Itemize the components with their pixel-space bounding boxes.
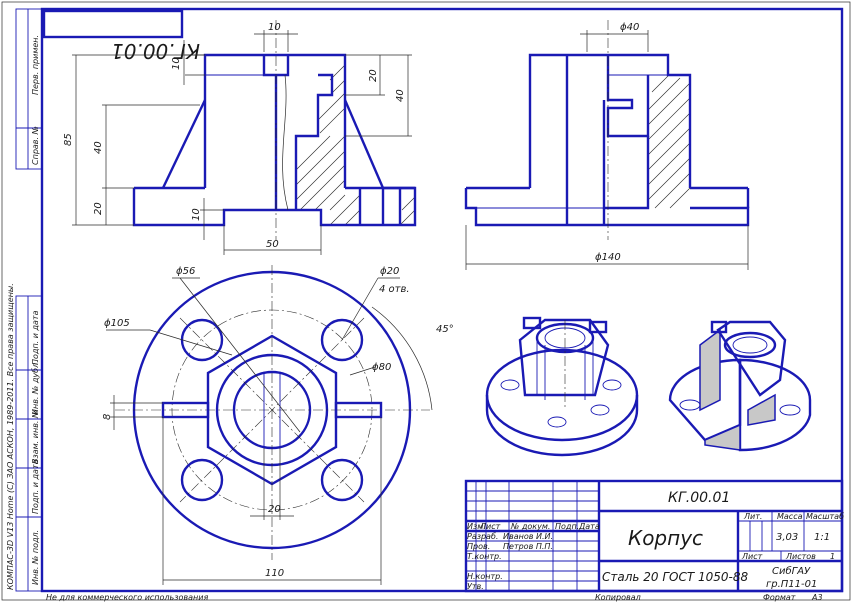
tb-row-tkontr: Т.контр. [467, 552, 502, 561]
dim-20-right: 20 [368, 69, 379, 82]
top-designation-mirrored: КГ.00.01 [111, 39, 200, 63]
dim-phi105: ϕ105 [104, 318, 130, 329]
dim-40-left: 40 [93, 141, 104, 154]
tb-col-data: Дата [578, 522, 600, 531]
strip-podp-data-2: Подп. и дата [31, 459, 40, 514]
tb-organization: СибГАУ [772, 565, 811, 577]
side-view-hatch [647, 75, 691, 209]
dim-20-plan: 20 [268, 504, 281, 515]
side-view: ϕ40 ϕ140 [464, 20, 750, 270]
noncommercial-note: Не для коммерческого использования [46, 593, 208, 602]
front-view-hatch [295, 64, 416, 226]
dim-110: 110 [265, 568, 284, 579]
tb-material: Сталь 20 ГОСТ 1050-88 [602, 570, 749, 584]
tb-col-podp: Подп. [555, 522, 579, 531]
tb-col-izm: Изм. [467, 522, 486, 531]
software-note: КОМПАС-3D V13 Home (С) ЗАО АСКОН, 1989-2… [6, 283, 15, 590]
tb-row-razrab: Разраб. [467, 532, 498, 541]
tb-lit-label: Лит. [743, 512, 762, 521]
tb-mass-value: 3,03 [776, 532, 798, 543]
isometric-view-section [668, 320, 812, 452]
tb-row-prov-name: Петров П.П. [503, 542, 553, 551]
tb-row-utv: Утв. [467, 582, 484, 591]
strip-sprav: Справ. № [31, 126, 40, 165]
dim-85: 85 [63, 133, 74, 146]
tb-part-name: Корпус [628, 526, 703, 550]
tb-mass-label: Масса [777, 512, 803, 521]
dim-phi80: ϕ80 [372, 362, 391, 373]
dim-phi40: ϕ40 [620, 22, 639, 33]
tb-row-prov: Пров. [467, 542, 490, 551]
top-designation-box [42, 9, 184, 39]
dim-10-bottom: 10 [191, 208, 202, 221]
tb-sheet-label: Лист [741, 552, 763, 561]
tb-designation: КГ.00.01 [668, 490, 730, 506]
dim-45deg: 45° [436, 324, 454, 335]
dim-phi20: ϕ20 [380, 266, 399, 277]
title-block: Изм. Лист № докум. Подп. Дата Разраб. Ив… [464, 479, 844, 593]
tb-col-doc: № докум. [510, 522, 550, 531]
tb-sheets-label: Листов [785, 552, 816, 561]
format-label: Формат [763, 593, 796, 602]
dim-40-right: 40 [395, 89, 406, 102]
format-value: А3 [811, 593, 823, 602]
dim-50: 50 [266, 239, 279, 250]
dim-phi140: ϕ140 [595, 252, 621, 263]
tb-row-nkontr: Н.контр. [467, 572, 503, 581]
tb-scale-label: Масштаб [806, 512, 844, 521]
strip-perv-primen: Перв. примен. [31, 35, 40, 95]
strip-vzam-inv: Взам. инв. № [31, 410, 40, 464]
strip-inv-podl: Инв. № подл. [31, 530, 40, 585]
tb-scale-value: 1:1 [814, 532, 830, 543]
dim-8: 8 [102, 414, 113, 420]
side-strip: Перв. примен. Справ. № Подп. и дата Инв.… [6, 8, 43, 592]
dim-10-left: 10 [171, 57, 182, 70]
isometric-view-full [485, 316, 639, 457]
dim-20-left: 20 [93, 202, 104, 215]
plan-view: 8 20 110 ϕ56 ϕ105 ϕ20 4 отв. ϕ80 45° [102, 265, 454, 585]
dim-10-top: 10 [268, 22, 281, 33]
dim-phi56: ϕ56 [176, 266, 195, 277]
strip-inv-dubl: Инв. № дубл. [31, 360, 40, 415]
front-view: 10 10 20 40 85 40 20 10 50 [63, 20, 417, 255]
copied-label: Копировал [595, 593, 641, 602]
tb-row-razrab-name: Иванов И.И. [503, 532, 553, 541]
tb-col-list: Лист [479, 522, 501, 531]
tb-group: гр.П11-01 [766, 579, 817, 590]
tb-sheets-count: 1 [830, 552, 835, 561]
strip-podp-data-1: Подп. и дата [31, 310, 40, 365]
dim-holes: 4 отв. [379, 284, 410, 295]
